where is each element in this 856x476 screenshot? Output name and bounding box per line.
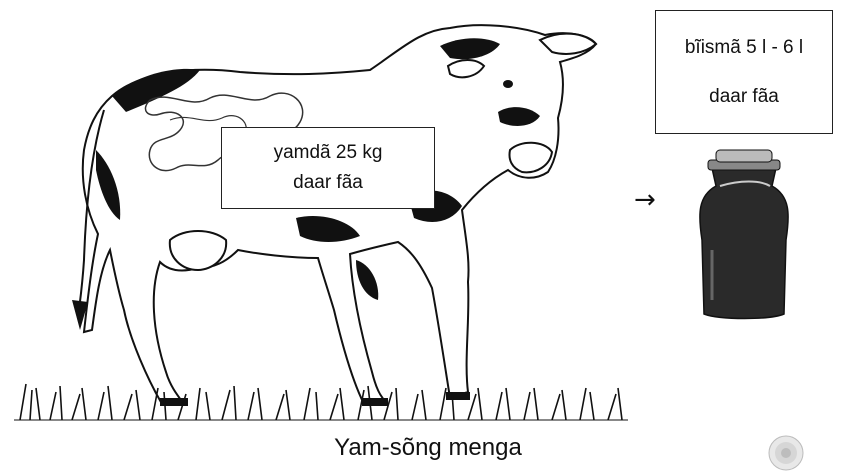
stomach-label-line2: daar fãa <box>293 168 363 198</box>
cow-hoof <box>362 398 388 406</box>
caption: Yam-sõng menga <box>0 434 856 462</box>
grass <box>14 384 628 420</box>
stomach-label-box: yamdã 25 kg daar fãa <box>221 127 435 209</box>
right-arrow-icon: → <box>634 185 656 215</box>
milk-label-box: bĩismã 5 l - 6 l daar fãa <box>655 10 833 134</box>
milk-can <box>700 150 788 319</box>
cow-eye <box>503 80 513 88</box>
cow-hoof <box>446 392 470 400</box>
stomach-label-line1: yamdã 25 kg <box>274 138 383 168</box>
cow-spot <box>356 260 378 300</box>
milk-label-line2: daar fãa <box>709 82 779 112</box>
milk-label-line1: bĩismã 5 l - 6 l <box>685 33 803 63</box>
